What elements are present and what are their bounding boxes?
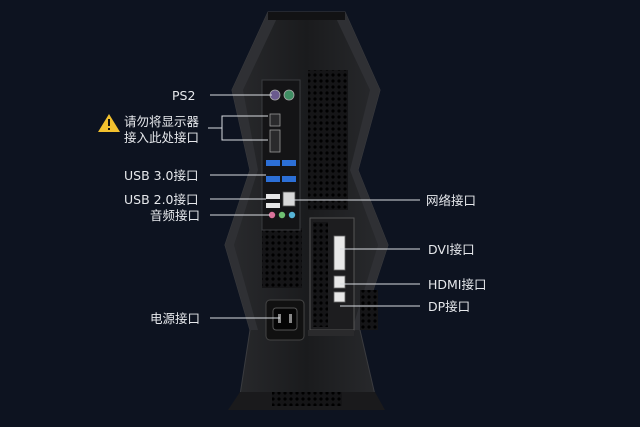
label-power: 电源接口 bbox=[150, 311, 201, 326]
usb30-port bbox=[282, 160, 296, 166]
label-usb30: USB 3.0接口 bbox=[124, 168, 199, 183]
audio-jack-pink bbox=[268, 211, 276, 219]
label-usb20: USB 2.0接口 bbox=[124, 192, 199, 207]
usb20-port bbox=[266, 194, 280, 199]
ps2-port-green bbox=[283, 89, 295, 101]
lan-port bbox=[282, 191, 296, 207]
chassis bbox=[224, 11, 389, 410]
warning-leader bbox=[208, 115, 268, 129]
label-ps2: PS2 bbox=[172, 88, 196, 103]
usb30-port bbox=[282, 176, 296, 182]
label-dvi: DVI接口 bbox=[428, 242, 475, 257]
dvi-port bbox=[333, 235, 346, 271]
power-inlet bbox=[265, 299, 305, 341]
warning-leader-2 bbox=[221, 128, 268, 141]
dp-port bbox=[333, 291, 346, 303]
onboard-hdmi-port bbox=[269, 113, 281, 127]
usb30-port bbox=[266, 160, 280, 166]
label-warning-line1: 请勿将显示器 bbox=[124, 114, 200, 129]
leader-lines bbox=[208, 94, 420, 319]
audio-jack-blue bbox=[288, 211, 296, 219]
label-warning-line2: 接入此处接口 bbox=[124, 130, 200, 145]
audio-jack-green bbox=[278, 211, 286, 219]
label-network: 网络接口 bbox=[426, 193, 477, 208]
onboard-vga-port bbox=[269, 129, 281, 153]
hdmi-port bbox=[333, 275, 346, 289]
label-dp: DP接口 bbox=[428, 299, 471, 314]
usb20-port bbox=[266, 203, 280, 208]
gpu-brackets bbox=[308, 217, 355, 336]
usb30-port bbox=[266, 176, 280, 182]
warning-triangle-icon bbox=[98, 114, 120, 132]
label-hdmi: HDMI接口 bbox=[428, 277, 487, 292]
io-panel bbox=[261, 79, 301, 231]
label-audio: 音频接口 bbox=[150, 208, 201, 223]
